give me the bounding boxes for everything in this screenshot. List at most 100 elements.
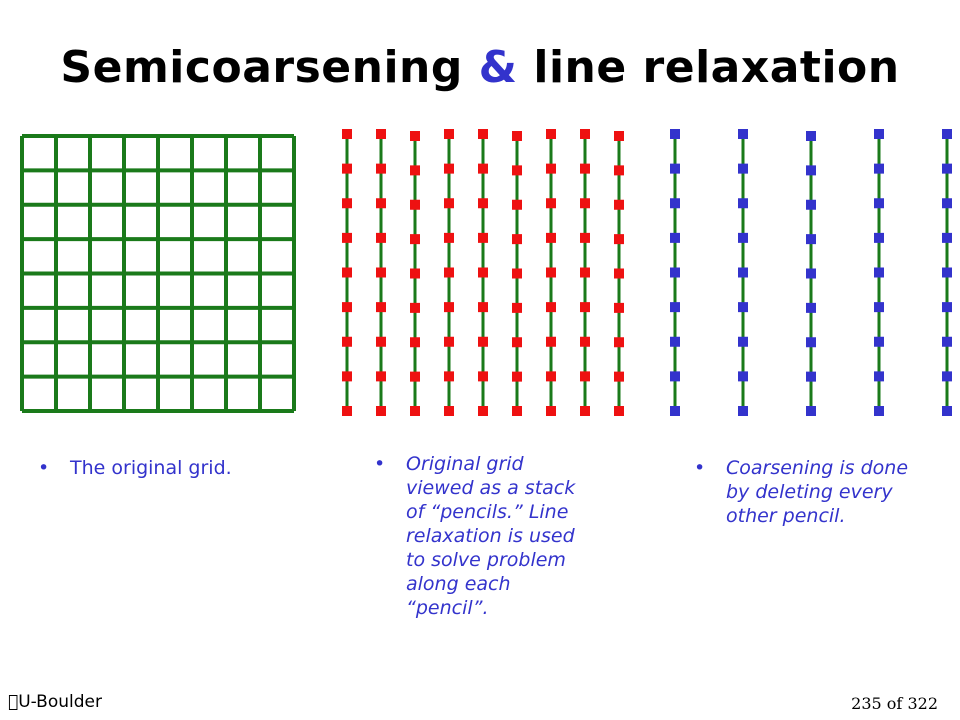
pencil-node	[342, 336, 352, 347]
pencil-node	[444, 163, 454, 174]
pencil-node	[512, 234, 522, 245]
pencil-node	[580, 267, 590, 278]
pencil-node	[614, 371, 624, 382]
pencil-node	[342, 406, 352, 416]
pencil-node	[512, 337, 522, 348]
pencil-node	[444, 267, 454, 278]
pencil-node	[410, 406, 420, 416]
pencil-node	[546, 198, 556, 209]
pencil-node	[546, 371, 556, 382]
coarse-pencil-node	[942, 129, 952, 139]
pencil-node	[512, 406, 522, 416]
coarse-pencil-node	[874, 336, 884, 347]
coarse-pencil-node	[738, 198, 748, 209]
pencil-node	[376, 371, 386, 382]
coarse-pencil-node	[738, 302, 748, 313]
pencil-node	[546, 336, 556, 347]
pencil-node	[512, 268, 522, 279]
coarse-pencil-node	[942, 198, 952, 209]
pencil-node	[512, 131, 522, 141]
coarse-pencil-node	[806, 406, 816, 416]
pencil-node	[614, 268, 624, 279]
page-number: 235 of 322	[851, 694, 938, 713]
coarse-pencil-node	[670, 198, 680, 209]
pencil-node	[580, 232, 590, 243]
bullet-text: Coarsening is done by deleting every oth…	[726, 457, 909, 527]
page-of: of	[886, 694, 903, 713]
pencil-node	[546, 163, 556, 174]
pencil-node	[614, 302, 624, 313]
pencil-node	[478, 371, 488, 382]
coarse-pencil-node	[738, 406, 748, 416]
coarse-pencil-node	[874, 406, 884, 416]
pencil-node	[410, 302, 420, 313]
pencil-node	[478, 163, 488, 174]
pencil-node	[512, 302, 522, 313]
page-current: 235	[851, 694, 882, 713]
pencil-node	[444, 336, 454, 347]
pencil-node	[478, 406, 488, 416]
pencil-node	[444, 371, 454, 382]
pencil-node	[342, 267, 352, 278]
pencil-node	[376, 267, 386, 278]
pencil-node	[342, 129, 352, 139]
bullet-coarsening: • Coarsening is done by deleting every o…	[694, 456, 926, 528]
coarse-pencil-node	[874, 267, 884, 278]
pencil-node	[614, 234, 624, 245]
coarse-pencil-node	[874, 232, 884, 243]
coarse-pencil-node	[670, 267, 680, 278]
coarse-pencil-node	[942, 267, 952, 278]
pencil-node	[478, 129, 488, 139]
coarse-pencil-node	[806, 337, 816, 348]
pencil-node	[614, 131, 624, 141]
pencil-node	[580, 129, 590, 139]
coarse-pencil-node	[738, 232, 748, 243]
coarse-pencil-node	[806, 165, 816, 176]
page-total: 322	[907, 694, 938, 713]
pencil-node	[376, 302, 386, 313]
pencil-node	[444, 232, 454, 243]
coarse-pencil-node	[806, 302, 816, 313]
coarse-pencil-node	[670, 336, 680, 347]
coarse-pencil-node	[738, 267, 748, 278]
coarse-pencil-node	[874, 163, 884, 174]
pencil-node	[512, 165, 522, 176]
coarse-pencil-node	[806, 234, 816, 245]
coarse-pencil-node	[942, 232, 952, 243]
coarse-pencil-node	[670, 129, 680, 139]
pencil-node	[376, 198, 386, 209]
pencil-node	[614, 199, 624, 210]
coarse-pencil-node	[670, 232, 680, 243]
coarse-pencil-node	[738, 336, 748, 347]
coarse-pencil-node	[806, 199, 816, 210]
coarse-pencil-node	[874, 198, 884, 209]
bullet-text: The original grid.	[70, 457, 232, 479]
coarse-pencil-node	[738, 163, 748, 174]
pencil-node	[444, 129, 454, 139]
pencil-node	[376, 336, 386, 347]
title-part-2: line relaxation	[533, 42, 900, 93]
coarse-pencil-node	[874, 129, 884, 139]
pencil-node	[614, 337, 624, 348]
coarse-pencil-node	[942, 302, 952, 313]
pencil-node	[444, 302, 454, 313]
pencil-node	[580, 163, 590, 174]
slide-title: Semicoarsening & line relaxation	[0, 42, 960, 93]
pencil-node	[580, 198, 590, 209]
bullet-pencils: • Original grid viewed as a stack of “pe…	[374, 452, 581, 620]
coarse-pencil-node	[670, 371, 680, 382]
coarse-pencil-node	[942, 406, 952, 416]
pencil-node	[444, 406, 454, 416]
coarse-pencil-node	[806, 131, 816, 141]
pencil-node	[342, 302, 352, 313]
coarse-pencil-node	[942, 371, 952, 382]
pencil-node	[410, 131, 420, 141]
pencil-node	[546, 129, 556, 139]
pencil-node	[410, 268, 420, 279]
bullet-dot: •	[694, 457, 706, 479]
pencil-node	[410, 199, 420, 210]
pencil-node	[580, 406, 590, 416]
coarse-pencil-node	[738, 129, 748, 139]
pencil-node	[444, 198, 454, 209]
